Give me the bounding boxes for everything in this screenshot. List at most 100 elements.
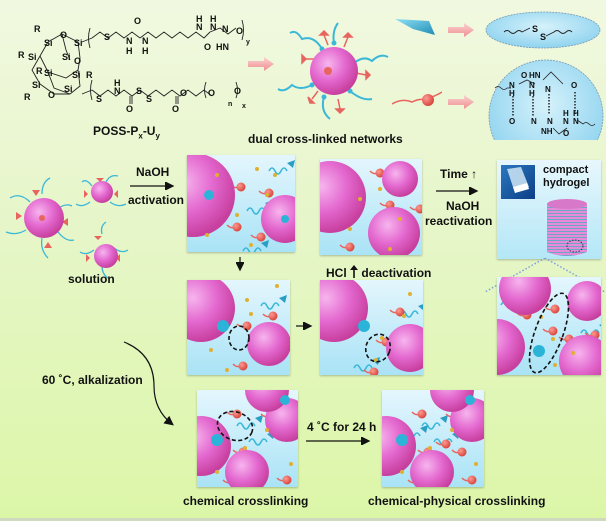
ion-dot bbox=[551, 337, 555, 341]
chem-si: Si bbox=[74, 38, 83, 48]
diamond-unit bbox=[287, 160, 295, 168]
ion-dot bbox=[428, 446, 432, 450]
chem-sub-y: y bbox=[246, 39, 250, 46]
chem-si: Si bbox=[64, 84, 73, 94]
ion-dot bbox=[249, 243, 253, 247]
right-arrow-icon bbox=[296, 322, 316, 330]
chem-sub-x: x bbox=[242, 103, 246, 110]
chem-o: O bbox=[74, 56, 81, 66]
ion-dot bbox=[378, 187, 382, 191]
hydrogel-cylinder-icon bbox=[545, 198, 589, 258]
red-ball-unit bbox=[548, 326, 558, 336]
red-ball-unit bbox=[375, 168, 385, 178]
red-ball-unit bbox=[232, 409, 242, 419]
red-ball-unit bbox=[268, 311, 278, 321]
ion-dot bbox=[553, 363, 557, 367]
svg-text:N: N bbox=[531, 117, 537, 126]
chem-n: N bbox=[142, 36, 149, 46]
red-ball-unit bbox=[415, 204, 422, 214]
ion-dot bbox=[215, 173, 219, 177]
svg-text:O: O bbox=[571, 81, 577, 90]
core-marker bbox=[280, 395, 290, 405]
svg-text:N: N bbox=[509, 81, 515, 90]
ion-dot bbox=[289, 462, 293, 466]
alkalization-label: 60 ˚C, alkalization bbox=[42, 373, 143, 387]
ion-dot bbox=[209, 348, 213, 352]
red-ball-unit bbox=[441, 439, 451, 449]
polymer-arm bbox=[248, 438, 268, 446]
network-title: dual cross-linked networks bbox=[248, 132, 403, 146]
red-ball-unit bbox=[238, 361, 248, 371]
pink-arrow-icon bbox=[448, 23, 474, 37]
chem-r: R bbox=[36, 66, 43, 76]
time-label: Time ↑ bbox=[440, 167, 478, 181]
crosslink-highlight-ellipse bbox=[216, 410, 254, 442]
chem-si: Si bbox=[44, 68, 53, 78]
nanoparticle-sphere bbox=[320, 161, 366, 233]
deactivation-label: deactivation bbox=[361, 266, 432, 280]
ion-dot bbox=[273, 173, 277, 177]
ion-dot bbox=[225, 368, 229, 372]
nanoparticle-sphere bbox=[499, 277, 551, 315]
deactivated-panel bbox=[320, 159, 422, 255]
chem-r: R bbox=[18, 50, 25, 60]
red-ball-unit bbox=[242, 321, 252, 331]
hydrogel-zoom-panel bbox=[497, 277, 601, 375]
hcl-deactivation-label: HCl deactivation bbox=[326, 265, 431, 280]
red-ball-unit bbox=[232, 222, 242, 232]
vial-photo bbox=[501, 165, 535, 199]
ion-dot bbox=[249, 312, 253, 316]
nanoparticle-sphere bbox=[386, 324, 423, 372]
svg-text:H: H bbox=[529, 89, 535, 98]
ion-dot bbox=[265, 193, 269, 197]
disulfide-s-right: S bbox=[540, 32, 546, 42]
ion-dot bbox=[402, 314, 406, 318]
ion-dot bbox=[450, 428, 454, 432]
ion-dot bbox=[275, 284, 279, 288]
chem-o: O bbox=[134, 16, 141, 26]
hydrogel-label: hydrogel bbox=[543, 177, 590, 189]
red-ball-unit bbox=[345, 242, 355, 252]
ion-dot bbox=[571, 351, 575, 355]
svg-text:O: O bbox=[563, 129, 569, 138]
crosslink-highlight-ellipse bbox=[364, 333, 392, 363]
chem-h: H bbox=[126, 46, 133, 56]
ion-dot bbox=[398, 217, 402, 221]
core-marker bbox=[281, 215, 289, 223]
svg-text:H: H bbox=[509, 89, 515, 98]
ion-dot bbox=[348, 227, 352, 231]
red-ball-unit bbox=[236, 182, 246, 192]
svg-text:HN: HN bbox=[529, 71, 541, 80]
diamond-unit bbox=[279, 295, 287, 303]
diamond-unit bbox=[261, 240, 269, 248]
cooling-arrow-icon bbox=[306, 437, 374, 445]
hcl-crosslink-panel bbox=[320, 280, 423, 375]
ion-dot bbox=[380, 336, 384, 340]
chem-s: S bbox=[104, 32, 110, 42]
svg-text:H: H bbox=[563, 109, 569, 118]
diamond-unit bbox=[599, 324, 601, 327]
chem-h: H bbox=[114, 78, 121, 88]
red-ball-unit bbox=[417, 409, 427, 419]
solution-label: solution bbox=[68, 272, 115, 286]
ion-dot bbox=[408, 292, 412, 296]
red-ball-unit bbox=[369, 367, 379, 375]
chem-o: O bbox=[234, 86, 241, 96]
nanoparticle-sphere bbox=[368, 207, 420, 255]
pink-arrow-icon bbox=[448, 95, 474, 109]
diamond-unit bbox=[418, 304, 423, 311]
ion-dot bbox=[243, 446, 247, 450]
diamond-unit bbox=[420, 425, 428, 433]
solution-micelles bbox=[2, 172, 142, 280]
up-arrow-icon bbox=[350, 265, 359, 278]
chem-si: Si bbox=[44, 38, 53, 48]
nanoparticle-sphere bbox=[320, 280, 368, 342]
nanoparticle-sphere bbox=[559, 335, 601, 375]
ion-dot bbox=[400, 470, 404, 474]
red-ball-unit bbox=[395, 307, 405, 317]
pink-arrow-icon bbox=[248, 57, 274, 71]
alkalization-curve-arrow bbox=[118, 340, 178, 430]
core-marker bbox=[217, 320, 229, 332]
activation-label: activation bbox=[128, 193, 185, 207]
